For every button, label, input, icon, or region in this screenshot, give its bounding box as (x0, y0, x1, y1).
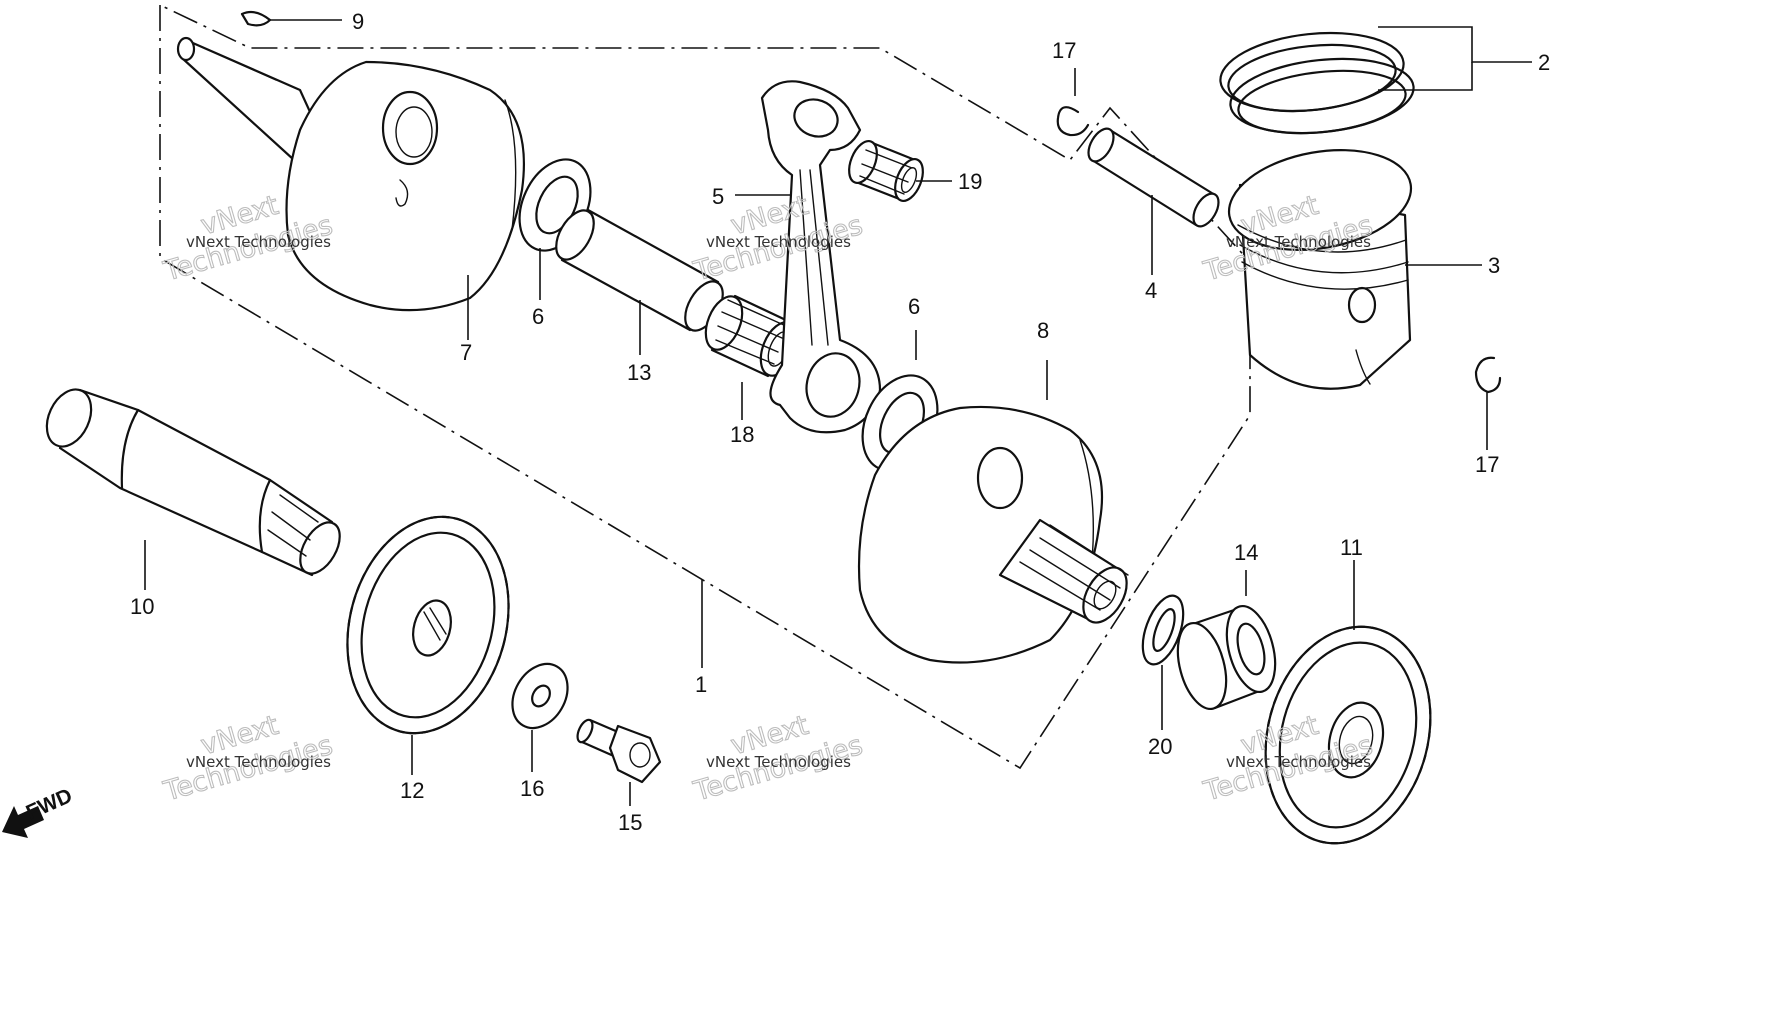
crankshaft-assembly-boundary (159, 3, 1251, 770)
callout-13: 13 (627, 360, 651, 385)
watermark-text-top-center: vNext Technologies (706, 233, 851, 251)
part-10-balancer-shaft (45, 388, 341, 577)
fwd-direction-indicator: FWD (2, 784, 76, 838)
callout-20: 20 (1148, 734, 1172, 759)
callout-7: 7 (460, 340, 472, 365)
callout-15: 15 (618, 810, 642, 835)
callout-11: 11 (1340, 535, 1363, 560)
leader-lines (144, 19, 1532, 806)
callout-6-upper: 6 (532, 304, 544, 329)
callout-9: 9 (352, 9, 364, 34)
callout-16: 16 (520, 776, 544, 801)
callout-17-upper: 17 (1052, 38, 1076, 63)
callout-17-right: 17 (1475, 452, 1499, 477)
callout-labels: 9 17 2 19 5 3 4 6 6 8 7 13 18 17 14 11 1… (130, 9, 1550, 835)
callout-10: 10 (130, 594, 154, 619)
part-19-small-end-bearing (848, 140, 924, 202)
callout-14: 14 (1234, 540, 1258, 565)
part-8-right-crank (857, 405, 1129, 664)
part-12-gear (346, 515, 510, 735)
callout-1: 1 (695, 672, 707, 697)
callout-8: 8 (1037, 318, 1049, 343)
callout-5: 5 (712, 184, 724, 209)
part-2-piston-rings (1219, 31, 1415, 135)
callout-4: 4 (1145, 278, 1157, 303)
callout-3: 3 (1488, 253, 1500, 278)
part-16-washer (511, 662, 569, 730)
part-15-bolt (576, 718, 662, 784)
fwd-label: FWD (23, 784, 76, 824)
part-5-connecting-rod (760, 80, 882, 434)
callout-6-lower: 6 (908, 294, 920, 319)
watermark-text-bottom-center: vNext Technologies (706, 753, 851, 771)
part-9-key (240, 10, 272, 27)
part-3-piston (1227, 149, 1413, 390)
watermark-text-top-right: vNext Technologies (1226, 233, 1371, 251)
callout-2: 2 (1538, 50, 1550, 75)
watermark-text-bottom-left: vNext Technologies (186, 753, 331, 771)
part-14-collar (1176, 605, 1277, 710)
fwd-arrow-icon (2, 806, 44, 838)
part-11-gear (1264, 625, 1432, 845)
callout-18: 18 (730, 422, 754, 447)
callout-19: 19 (958, 169, 982, 194)
part-7-left-crank (176, 36, 526, 312)
callout-12: 12 (400, 778, 424, 803)
part-17-circlip-upper (1056, 106, 1090, 137)
watermark-text-bottom-right: vNext Technologies (1226, 753, 1371, 771)
part-17-circlip-right (1474, 356, 1502, 394)
watermark-text-top-left: vNext Technologies (186, 233, 331, 251)
part-4-piston-pin (1087, 127, 1220, 228)
